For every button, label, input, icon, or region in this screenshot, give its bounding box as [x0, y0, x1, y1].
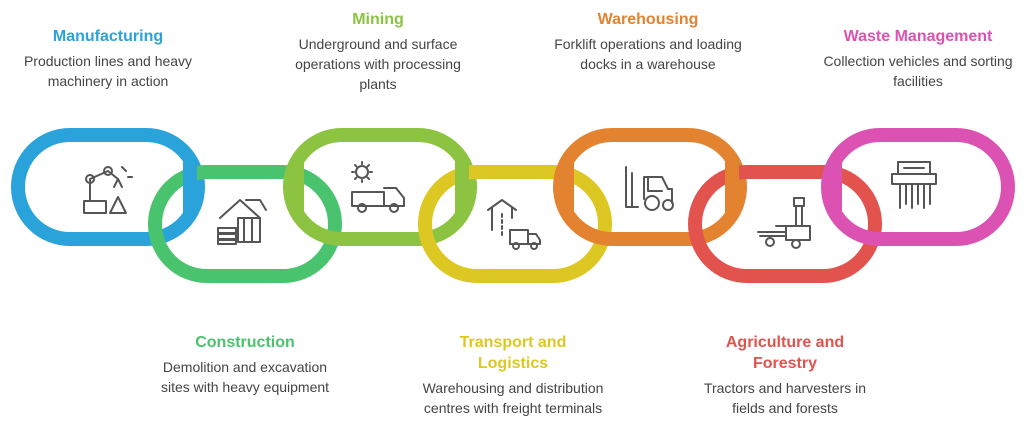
shredder-icon	[891, 161, 937, 209]
stage-warehousing: Warehousing Forklift operations and load…	[552, 9, 744, 74]
stage-construction: Construction Demolition and excavation s…	[150, 332, 340, 397]
stage-description: Forklift operations and loading docks in…	[554, 36, 742, 72]
stage-title: Transport and Logistics	[459, 334, 567, 372]
chain-link-construction	[148, 165, 342, 283]
stage-agriculture-forestry: Agriculture and Forestry Tractors and ha…	[690, 332, 880, 418]
stage-description: Warehousing and distribution centres wit…	[422, 380, 604, 416]
stage-description: Tractors and harvesters in fields and fo…	[703, 380, 867, 416]
chain-link-agriculture	[688, 165, 882, 283]
tractor-icon	[757, 197, 811, 249]
stage-description: Demolition and excavation sites with hea…	[160, 359, 330, 395]
stage-title: Warehousing	[597, 11, 699, 28]
stage-title: Agriculture and Forestry	[725, 334, 845, 372]
mining-truck-icon	[351, 161, 405, 213]
robot-arm-icon	[83, 166, 133, 214]
stage-title: Waste Management	[843, 28, 993, 45]
construction-site-icon	[217, 199, 267, 245]
stage-manufacturing: Manufacturing Production lines and heavy…	[10, 26, 206, 91]
stage-description: Production lines and heavy machinery in …	[23, 53, 193, 89]
stage-title: Mining	[352, 11, 404, 28]
stage-title: Construction	[195, 334, 295, 351]
forklift-icon	[625, 166, 674, 211]
logistics-truck-icon	[487, 199, 541, 250]
stage-description: Underground and surface operations with …	[295, 36, 461, 92]
stage-transport-logistics: Transport and Logistics Warehousing and …	[418, 332, 608, 418]
chain-link-manufacturing	[11, 128, 205, 246]
stage-waste-management: Waste Management Collection vehicles and…	[820, 26, 1016, 91]
stage-description: Collection vehicles and sorting faciliti…	[823, 53, 1013, 89]
stage-title: Manufacturing	[52, 28, 164, 45]
stage-mining: Mining Underground and surface operation…	[276, 9, 480, 94]
chain-link-transport	[418, 165, 612, 283]
